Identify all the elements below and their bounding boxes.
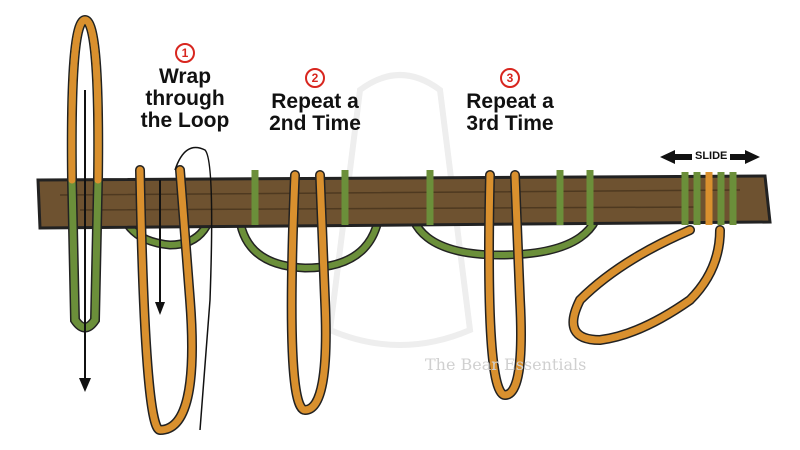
step-3-line2: 3rd Time [466, 112, 554, 135]
step-2-label: 2 Repeat a 2nd Time [250, 65, 380, 135]
step-2-badge: 2 [305, 68, 325, 88]
step-1-line1: Wrap [158, 65, 212, 88]
step-1-line2: through [145, 87, 225, 110]
step-2-line2: 2nd Time [269, 112, 361, 135]
watermark-figure [326, 72, 474, 348]
wooden-log [36, 174, 772, 230]
step-1-label: 1 Wrap through the Loop [130, 40, 240, 132]
step-1-line3: the Loop [140, 109, 230, 132]
orange-rope [66, 15, 725, 436]
step-2-line1: Repeat a [271, 90, 359, 113]
step-1-badge: 1 [175, 43, 195, 63]
watermark: The Bear Essentials [425, 355, 587, 374]
step-3-label: 3 Repeat a 3rd Time [445, 65, 575, 135]
green-wraps [251, 170, 737, 225]
step-3-badge: 3 [500, 68, 520, 88]
slide-arrow-icon [660, 150, 760, 164]
slide-label: SLIDE [695, 150, 728, 162]
step-3-line1: Repeat a [466, 90, 554, 113]
